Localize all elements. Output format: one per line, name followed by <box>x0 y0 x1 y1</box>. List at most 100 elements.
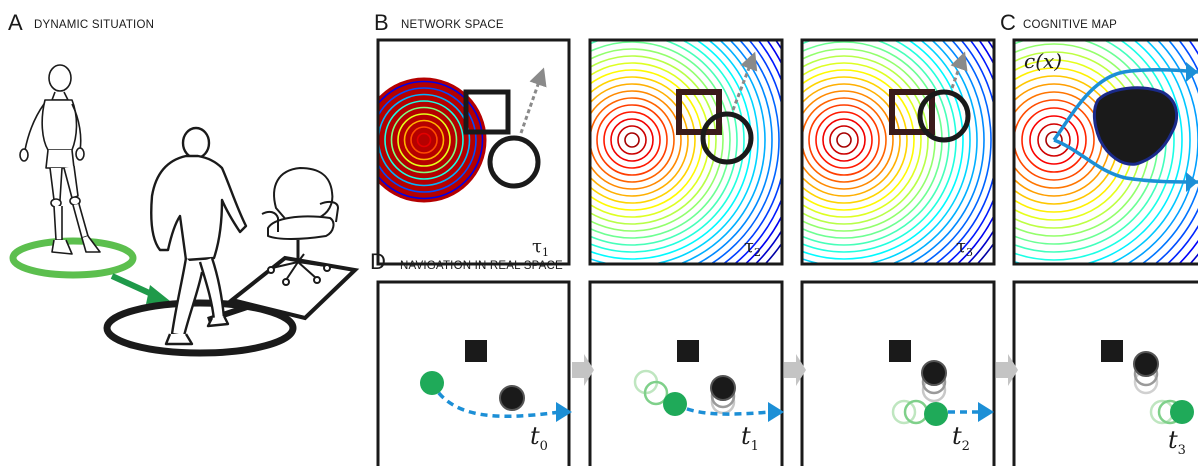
motion-arrow-2 <box>731 51 758 111</box>
nav-scene-2: t1 <box>633 340 784 454</box>
contour-line <box>808 104 880 176</box>
cognitive-map <box>1014 40 1198 264</box>
tau-label-2: τ2 <box>744 236 761 259</box>
contour-line <box>889 40 978 264</box>
contour-line <box>1029 115 1079 165</box>
contour-line <box>590 62 710 218</box>
contour-line <box>590 83 689 197</box>
network-frame-1-border <box>376 38 571 266</box>
nav-scene-4: t3 <box>1101 340 1194 458</box>
contour-line <box>1045 131 1063 149</box>
contour-line <box>802 83 901 197</box>
contour-line <box>596 104 668 176</box>
nav-scene-3: t2 <box>889 340 994 454</box>
green-agent <box>420 371 444 395</box>
contour-line <box>802 69 915 211</box>
cognitive-obstacle-blob <box>1092 86 1179 166</box>
chair-platform <box>227 255 360 321</box>
contour-line <box>590 90 682 190</box>
tau-label-3: τ3 <box>956 236 973 259</box>
contour-line <box>590 76 696 204</box>
contour-line <box>802 76 908 204</box>
black-ring <box>103 299 297 357</box>
panel-c-letter: C <box>1000 10 1016 35</box>
contour-line <box>624 132 640 148</box>
contour-line <box>1021 107 1087 173</box>
contour-line <box>802 55 929 225</box>
contour-line <box>677 40 766 264</box>
obstacle-square-3 <box>889 89 935 135</box>
nav-obstacle-square <box>465 340 487 362</box>
black-agent <box>499 385 525 411</box>
contour-line <box>709 40 780 264</box>
tau-label-1: τ1 <box>532 236 549 259</box>
motion-arrow-1 <box>519 67 547 134</box>
time-label-1: t0 <box>530 422 548 454</box>
contour-line <box>802 97 887 183</box>
network-frame-2-border <box>588 38 784 266</box>
contour-line <box>590 97 675 183</box>
panel-b-title: NETWORK SPACE <box>401 19 504 31</box>
network-frame-3-border <box>800 38 996 266</box>
green-ring <box>9 237 137 279</box>
network-frame-3 <box>802 40 994 264</box>
contour-line <box>836 132 852 148</box>
mannequin-figure <box>19 64 101 255</box>
contour-line <box>1037 123 1071 157</box>
contour-line <box>1014 99 1095 181</box>
obstacle-circle-3 <box>917 89 971 143</box>
contour-line <box>397 113 451 167</box>
contour-line <box>921 40 992 264</box>
dynamic-situation-illustration <box>9 64 360 357</box>
panel-c-title: COGNITIVE MAP <box>1023 19 1117 31</box>
contour-line <box>610 118 654 162</box>
contour-line <box>384 100 464 180</box>
contour-line <box>829 125 859 155</box>
contour-line <box>802 90 894 190</box>
nav-frame-1 <box>376 280 571 466</box>
contour-line <box>1014 40 1183 264</box>
contour-line <box>695 40 773 264</box>
panel-d-title: NAVIGATION IN REAL SPACE <box>400 260 563 272</box>
contour-line <box>802 40 971 264</box>
progress-arrow-2 <box>784 354 806 386</box>
time-label-2: t1 <box>741 422 759 454</box>
obstacle-circle-1 <box>487 135 541 189</box>
panel-a-title: DYNAMIC SITUATION <box>34 19 155 31</box>
contour-line <box>1014 40 1175 261</box>
contour-line <box>802 40 957 253</box>
panel-a-letter: A <box>8 10 23 35</box>
contour-line <box>617 125 647 155</box>
nav-frame-3 <box>800 280 996 466</box>
time-label-4: t3 <box>1168 426 1186 458</box>
obstacle-circle-2 <box>700 111 754 165</box>
network-frame-2 <box>590 40 782 264</box>
cognitive-path-lower <box>1053 138 1198 184</box>
nav-scene-1: t0 <box>420 340 572 454</box>
progress-arrow-3 <box>996 354 1018 386</box>
contour-line <box>815 111 873 169</box>
contour-line <box>590 41 731 239</box>
contour-line <box>378 87 477 193</box>
contour-line <box>410 126 438 154</box>
contour-line <box>403 119 445 161</box>
contour-line <box>590 48 724 232</box>
contour-line <box>1107 40 1191 264</box>
office-chair <box>261 167 339 286</box>
cognitive-path-upper <box>1052 67 1198 142</box>
network-frame-1 <box>378 77 487 203</box>
contour-line <box>603 111 661 169</box>
contour-line <box>907 40 985 264</box>
contour-line <box>590 40 738 246</box>
obstacle-square-1 <box>463 89 511 135</box>
cognitive-map-border <box>1012 38 1198 266</box>
progress-arrow-1 <box>572 354 594 386</box>
contour-line <box>390 106 458 174</box>
walking-person <box>150 126 248 346</box>
cognitive-map-label: c(x) <box>1024 49 1062 73</box>
nav-frame-2 <box>588 280 784 466</box>
nav-planned-path <box>430 382 561 419</box>
contour-line <box>378 80 484 200</box>
panel-b-letter: B <box>374 10 389 35</box>
